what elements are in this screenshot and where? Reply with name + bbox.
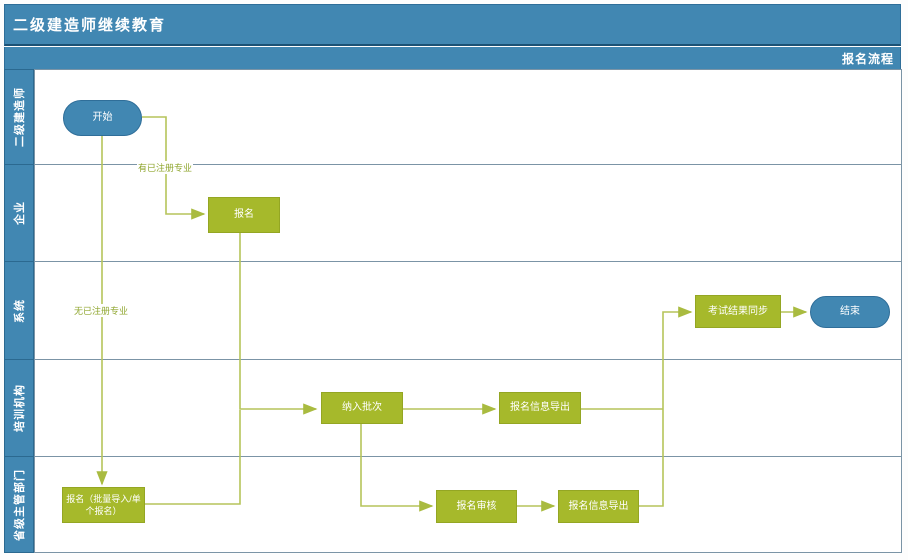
node-export-info-training-label: 报名信息导出 [510, 402, 570, 414]
flow-title: 报名流程 [841, 51, 894, 66]
lane-separator-1 [34, 164, 902, 165]
node-export-registration-info-provincial: 报名信息导出 [558, 490, 639, 523]
edge-include-batch-to-review [360, 424, 434, 512]
lane-label-enterprise: 企业 [4, 164, 34, 262]
node-provincial-register-label: 报名（批量导入/单个报名） [66, 493, 141, 516]
lane-separator-3 [34, 359, 902, 360]
node-registration-review: 报名审核 [436, 490, 517, 523]
edge-provincial-register-join [144, 410, 241, 505]
flow-title-bar: 报名流程 [4, 47, 901, 69]
edge-enterprise-register-to-include-batch [239, 233, 318, 415]
diagram-title: 二级建造师继续教育 [13, 17, 167, 34]
node-include-in-batch-label: 纳入批次 [342, 402, 382, 414]
node-exam-result-sync-label: 考试结果同步 [708, 305, 768, 317]
edge-label-has-registered-major: 有已注册专业 [137, 161, 194, 174]
lane-separator-4 [34, 456, 902, 457]
node-start: 开始 [63, 100, 142, 136]
lane-label-constructor: 二级建造师 [4, 69, 34, 165]
node-registration-review-label: 报名审核 [456, 500, 497, 512]
lane-label-provincial-dept: 省级主管部门 [4, 456, 34, 553]
node-export-info-provincial-label: 报名信息导出 [568, 500, 629, 512]
node-end: 结束 [810, 296, 890, 328]
node-enterprise-register-label: 报名 [234, 209, 254, 221]
node-provincial-register: 报名（批量导入/单个报名） [62, 487, 145, 523]
node-start-label: 开始 [92, 112, 113, 124]
node-exam-result-sync: 考试结果同步 [695, 295, 781, 328]
lane-label-system: 系统 [4, 261, 34, 360]
node-enterprise-register: 报名 [208, 197, 280, 233]
diagram-title-bar: 二级建造师继续教育 [4, 4, 901, 46]
node-end-label: 结束 [840, 306, 860, 318]
node-include-in-batch: 纳入批次 [321, 392, 403, 424]
edge-label-no-registered-major: 无已注册专业 [73, 304, 130, 317]
lane-label-training-org: 培训机构 [4, 359, 34, 457]
node-export-registration-info-training: 报名信息导出 [499, 392, 581, 424]
lane-separator-2 [34, 261, 902, 262]
